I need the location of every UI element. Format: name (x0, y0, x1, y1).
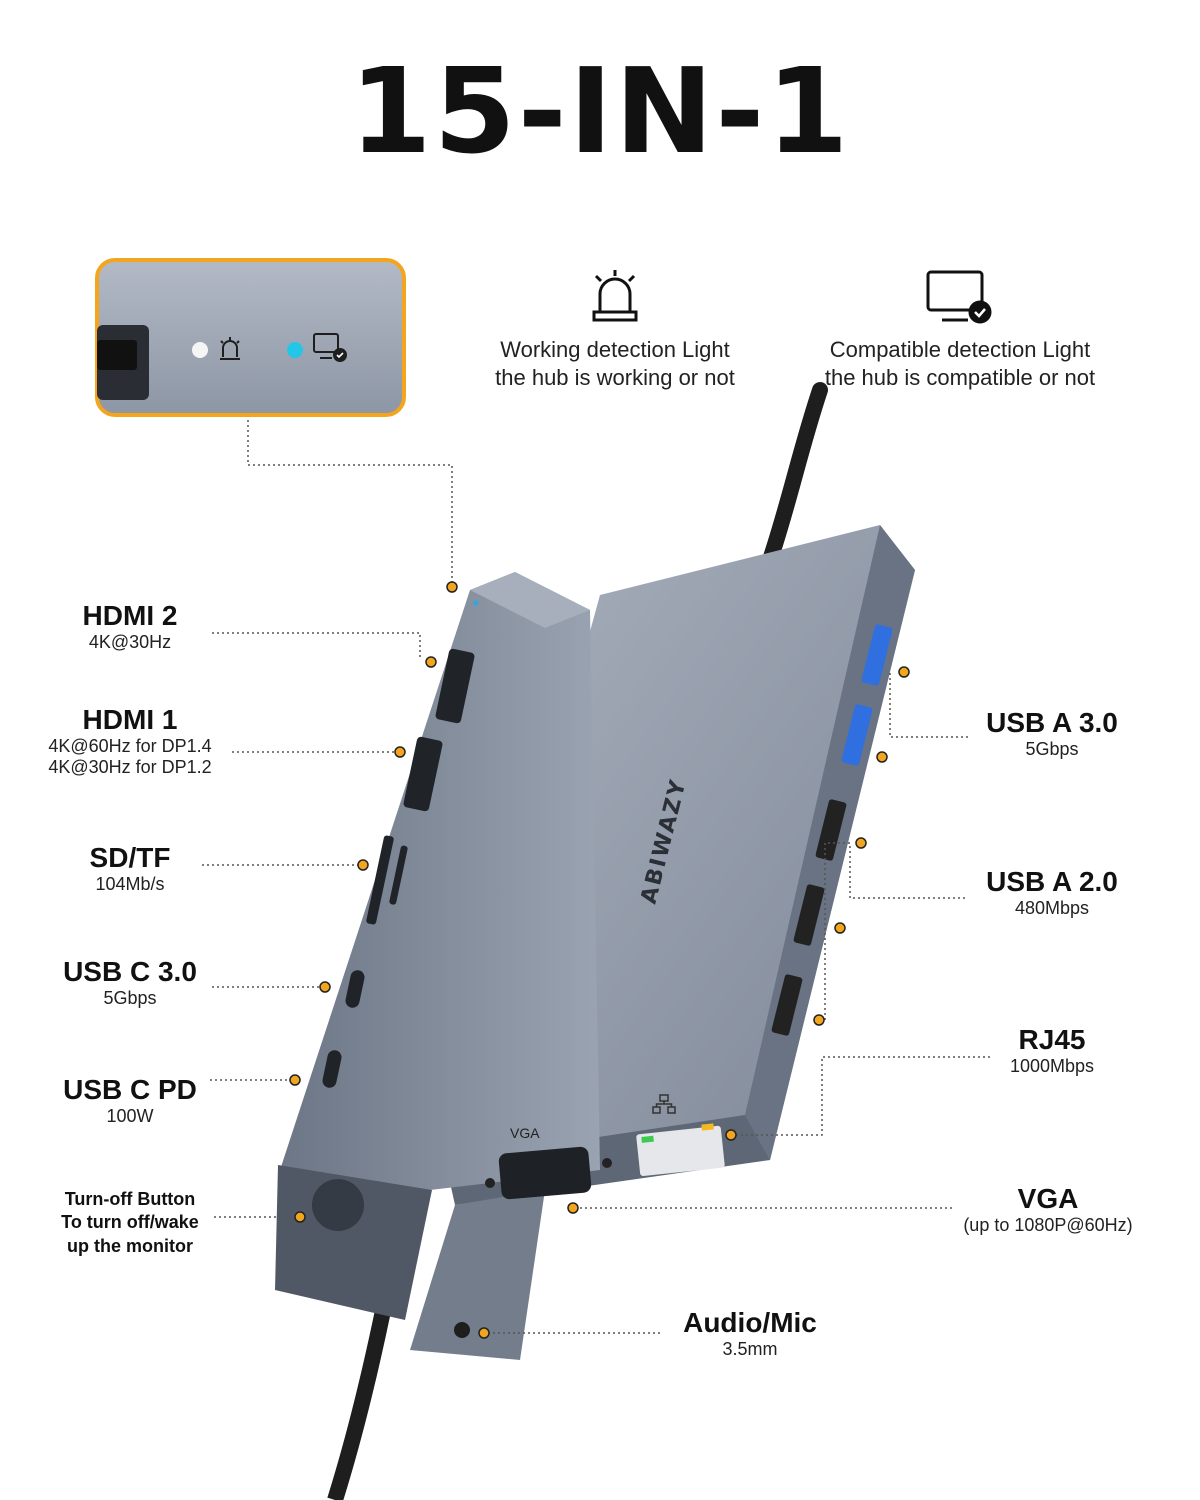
callout-dot-top (446, 581, 458, 593)
alarm-light-icon (592, 270, 638, 322)
label-usbc3-spec: 5Gbps (103, 988, 157, 1009)
label-audio-spec: 3.5mm (722, 1339, 778, 1360)
label-hdmi2-spec: 4K@30Hz (88, 632, 172, 653)
label-vga-spec: (up to 1080P@60Hz) (963, 1215, 1133, 1236)
callout-dot-rj45 (725, 1129, 737, 1141)
usb2-port-3 (771, 974, 803, 1036)
label-usbcpd-spec: 100W (106, 1106, 154, 1127)
ethernet-icon (652, 1094, 676, 1114)
compatible-light-caption: Compatible detection Light the hub is co… (800, 336, 1120, 391)
label-rj45-spec: 1000Mbps (1009, 1056, 1095, 1077)
power-button (312, 1179, 364, 1231)
callout-dot-usb2-2 (834, 922, 846, 934)
page-title: 15-IN-1 (349, 42, 851, 180)
callout-dot-hdmi2 (425, 656, 437, 668)
label-hdmi1-spec: 4K@60Hz for DP1.4 (48, 736, 212, 757)
callout-dot-usb3-2 (876, 751, 888, 763)
label-power-line1: Turn-off Button (64, 1189, 196, 1209)
compatible-light-line1: Compatible detection Light (829, 337, 1091, 362)
hub-front-side (280, 572, 600, 1190)
usb3-port-2 (841, 704, 873, 766)
tf-slot (389, 845, 408, 905)
usbc-pd-port (322, 1050, 342, 1088)
label-usbc3: USB C 3.0 5Gbps (30, 956, 230, 1009)
label-power-line2: To turn off/wake (61, 1212, 199, 1233)
label-usbcpd-name: USB C PD (63, 1074, 197, 1105)
rj45-led-amber (701, 1123, 714, 1131)
inset-led-white (192, 342, 208, 358)
label-audio-name: Audio/Mic (683, 1307, 817, 1338)
sd-slot (366, 835, 394, 925)
label-usba2-spec: 480Mbps (1014, 898, 1090, 919)
leader-usb2 (824, 842, 965, 1020)
label-hdmi2-name: HDMI 2 (82, 600, 178, 631)
callout-dot-usb2-3 (813, 1014, 825, 1026)
label-sdtf-spec: 104Mb/s (95, 874, 165, 895)
label-usba3: USB A 3.0 5Gbps (952, 707, 1152, 760)
audio-jack (454, 1322, 470, 1338)
callout-dot-power (294, 1211, 306, 1223)
label-sdtf-name: SD/TF (89, 842, 171, 873)
label-audio-mic: Audio/Mic 3.5mm (660, 1307, 840, 1360)
rj45-port (636, 1125, 725, 1176)
compatible-light-line2: the hub is compatible or not (824, 364, 1096, 390)
label-power-line3: up the monitor (67, 1235, 193, 1256)
callout-dot-hdmi1 (394, 746, 406, 758)
leader-hdmi2 (212, 632, 421, 660)
led-inset (95, 258, 406, 417)
vga-screw-left (485, 1178, 495, 1188)
callout-dot-vga (567, 1202, 579, 1214)
hdmi1-port (403, 736, 443, 812)
label-hdmi1-name: HDMI 1 (82, 704, 178, 735)
usb2-port-2 (793, 884, 825, 946)
label-vga-name: VGA (1017, 1183, 1079, 1214)
label-power-button: Turn-off Button To turn off/wake up the … (30, 1188, 230, 1258)
inset-alarm-icon (220, 337, 240, 360)
inset-led-cyan (287, 342, 303, 358)
label-rj45: RJ45 1000Mbps (952, 1024, 1152, 1077)
label-usbc3-name: USB C 3.0 (63, 956, 197, 987)
callout-dot-usbcpd (289, 1074, 301, 1086)
working-light-line2: the hub is working or not (495, 364, 735, 390)
working-light-line1: Working detection Light (500, 337, 730, 362)
usb3-port-1 (861, 624, 893, 686)
callout-dot-usbc3 (319, 981, 331, 993)
working-light-caption: Working detection Light the hub is worki… (465, 336, 765, 391)
leader-rj45 (731, 1056, 990, 1136)
monitor-check-icon (926, 270, 992, 324)
usb2-port-1 (815, 799, 847, 861)
label-usba2: USB A 2.0 480Mbps (952, 866, 1152, 919)
label-usba3-name: USB A 3.0 (986, 707, 1118, 738)
label-rj45-name: RJ45 (1018, 1024, 1086, 1055)
vga-screw-right (602, 1158, 612, 1168)
side-led-blue (473, 600, 479, 606)
usb-cable-top (762, 382, 828, 568)
label-hdmi1-spec2: 4K@30Hz for DP1.2 (48, 756, 212, 777)
label-hdmi1: HDMI 1 4K@60Hz for DP1.4 4K@30Hz for DP1… (20, 704, 240, 778)
callout-dot-usb2-1 (855, 837, 867, 849)
callout-dot-audio (478, 1327, 490, 1339)
hub-bottom-stand (410, 1190, 545, 1360)
label-usbcpd: USB C PD 100W (30, 1074, 230, 1127)
vga-port-label: VGA (510, 1125, 540, 1141)
callout-dot-usb3-1 (898, 666, 910, 678)
usbc-data-port (345, 970, 365, 1008)
label-usba2-name: USB A 2.0 (986, 866, 1118, 897)
hub-front-top (470, 572, 590, 628)
label-usba3-spec: 5Gbps (1025, 739, 1079, 760)
label-vga: VGA (up to 1080P@60Hz) (940, 1183, 1156, 1236)
hdmi2-port (435, 648, 475, 724)
vga-port (498, 1146, 592, 1200)
label-hdmi2: HDMI 2 4K@30Hz (30, 600, 230, 653)
inset-connector-line (247, 420, 453, 585)
inset-monitor-icon (313, 333, 347, 362)
rj45-led-green (641, 1135, 654, 1143)
label-sdtf: SD/TF 104Mb/s (30, 842, 230, 895)
callout-dot-sdtf (357, 859, 369, 871)
leader-usb3 (889, 672, 968, 738)
